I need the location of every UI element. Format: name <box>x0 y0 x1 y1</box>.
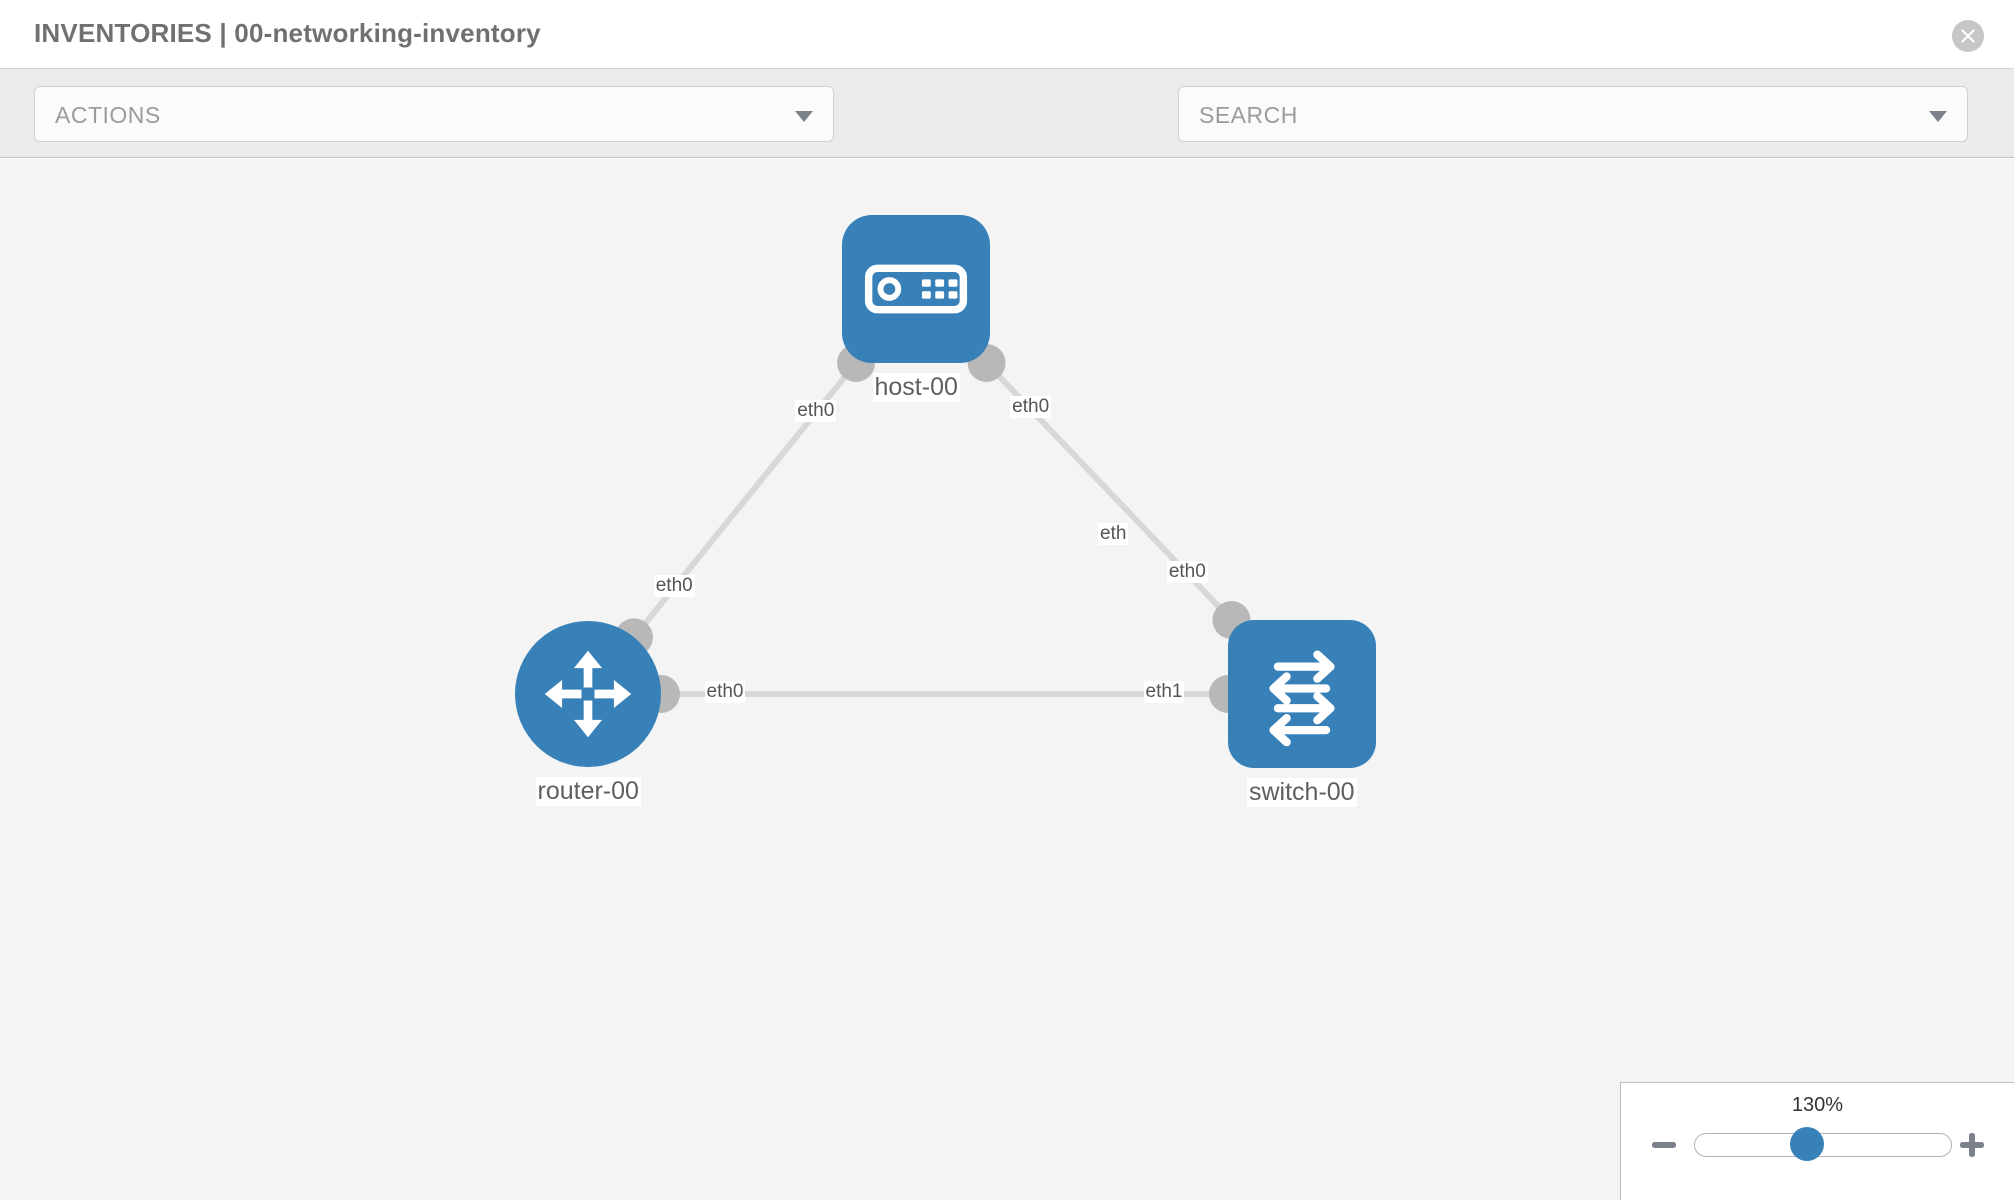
topology-graph <box>515 215 1376 768</box>
zoom-percent-label: 130% <box>1791 1094 1844 1116</box>
plus-icon[interactable] <box>1958 1131 1986 1159</box>
toolbar: ACTIONS SEARCH <box>0 69 2014 192</box>
node-label-switch-00: switch-00 <box>1247 778 1357 807</box>
interface-label: eth1 <box>1143 681 1185 703</box>
close-icon[interactable] <box>1952 20 1984 52</box>
interface-label: eth0 <box>653 574 695 597</box>
links-layer <box>631 360 1234 697</box>
interface-label: eth0 <box>1010 396 1052 419</box>
chevron-down-icon <box>795 111 813 122</box>
interface-label: eth0 <box>795 399 837 422</box>
chevron-down-icon[interactable] <box>1929 111 1947 122</box>
interface-label: eth0 <box>1166 560 1208 583</box>
interface-label-overlapped: eth <box>1098 523 1129 545</box>
node-label-router-00: router-00 <box>535 777 641 806</box>
zoom-slider-thumb[interactable] <box>1790 1127 1824 1161</box>
minus-icon[interactable] <box>1650 1131 1678 1159</box>
actions-dropdown[interactable]: ACTIONS <box>34 86 834 142</box>
page-header: INVENTORIES | 00-networking-inventory <box>0 0 2014 69</box>
search-input[interactable]: SEARCH <box>1178 86 1968 142</box>
topology-canvas[interactable]: host-00 router-00 switch-00 eth0 eth0 eth0 eth… <box>0 159 2014 1200</box>
actions-dropdown-label: ACTIONS <box>55 102 161 128</box>
zoom-control-panel: 130% <box>1620 1082 2014 1200</box>
page-title: INVENTORIES | 00-networking-inventory <box>34 18 541 48</box>
topology-node-host-00 <box>842 215 990 363</box>
search-placeholder: SEARCH <box>1199 102 1298 128</box>
interface-label: eth0 <box>704 681 746 703</box>
topology-node-router-00 <box>515 621 661 767</box>
topology-node-switch-00 <box>1228 620 1376 768</box>
node-label-host-00: host-00 <box>872 373 960 402</box>
nodes-layer <box>515 215 1376 768</box>
